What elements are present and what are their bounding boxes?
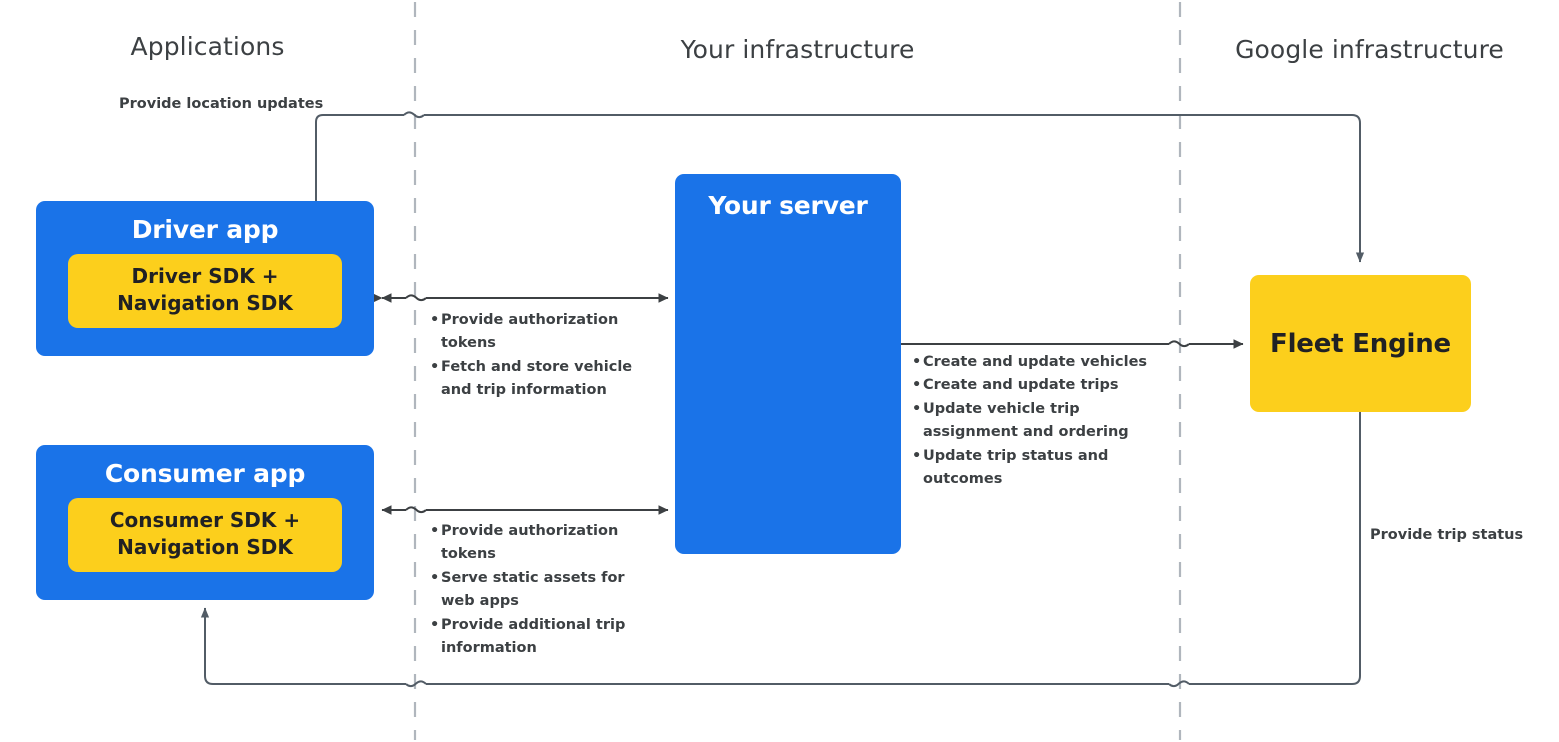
bullets-consumer-to-server: Provide authorization tokens Serve stati… xyxy=(430,520,645,661)
edge-server-fleet xyxy=(901,339,1244,349)
driver-app-title: Driver app xyxy=(131,215,279,244)
fleet-engine-title: Fleet Engine xyxy=(1270,328,1451,359)
node-driver-sdk[interactable]: Driver SDK + Navigation SDK xyxy=(68,254,342,329)
node-driver-app[interactable]: Driver app Driver SDK + Navigation SDK xyxy=(36,201,374,356)
zone-header-your-infrastructure: Your infrastructure xyxy=(680,35,915,64)
consumer-app-title: Consumer app xyxy=(104,459,306,488)
edge-label-provide-trip-status: Provide trip status xyxy=(1370,527,1524,543)
node-consumer-sdk[interactable]: Consumer SDK + Navigation SDK xyxy=(68,498,342,573)
driver-sdk-line1: Driver SDK + xyxy=(131,264,279,288)
bullet-item: Provide authorization tokens xyxy=(430,309,655,356)
consumer-sdk-line1: Consumer SDK + xyxy=(109,508,301,532)
bullet-item: Update trip status and outcomes xyxy=(912,445,1160,492)
zone-header-google-infrastructure: Google infrastructure xyxy=(1235,35,1504,64)
bullet-item: Serve static assets for web apps xyxy=(430,567,645,614)
bullets-server-to-fleet: Create and update vehicles Create and up… xyxy=(912,351,1160,492)
zone-header-applications: Applications xyxy=(130,32,285,61)
driver-sdk-line2: Navigation SDK xyxy=(117,291,293,316)
node-fleet-engine[interactable]: Fleet Engine xyxy=(1250,275,1471,412)
node-consumer-app[interactable]: Consumer app Consumer SDK + Navigation S… xyxy=(36,445,374,600)
edge-consumer-server xyxy=(381,505,669,515)
your-server-title: Your server xyxy=(708,191,868,220)
bullet-item: Create and update trips xyxy=(912,374,1160,398)
bullet-item: Fetch and store vehicle and trip informa… xyxy=(430,356,655,403)
bullets-driver-to-server: Provide authorization tokens Fetch and s… xyxy=(430,309,655,403)
consumer-sdk-line2: Navigation SDK xyxy=(117,535,293,560)
bullet-item: Update vehicle trip assignment and order… xyxy=(912,398,1160,445)
node-your-server[interactable]: Your server xyxy=(675,174,901,554)
edge-label-provide-location-updates: Provide location updates xyxy=(119,96,324,112)
edge-driver-server xyxy=(372,293,669,303)
bullet-item: Provide authorization tokens xyxy=(430,520,645,567)
bullet-item: Provide additional trip information xyxy=(430,614,645,661)
bullet-item: Create and update vehicles xyxy=(912,351,1160,375)
